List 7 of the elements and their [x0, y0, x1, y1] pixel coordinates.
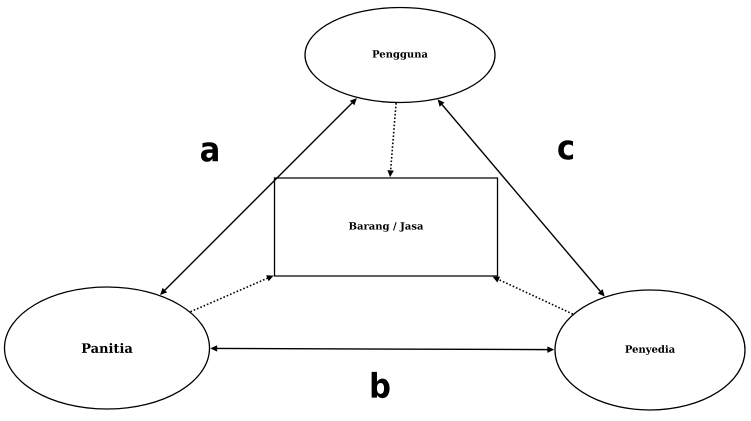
edge-label: a	[201, 142, 218, 162]
process-box: Barang / Jasa	[274, 177, 498, 277]
ellipse-node: Penyedia	[554, 289, 746, 411]
ellipse-node: Pengguna	[304, 6, 496, 104]
ellipse-node: Panitia	[4, 286, 210, 410]
edge-label: c	[558, 140, 574, 160]
edge-label: b	[372, 372, 390, 398]
